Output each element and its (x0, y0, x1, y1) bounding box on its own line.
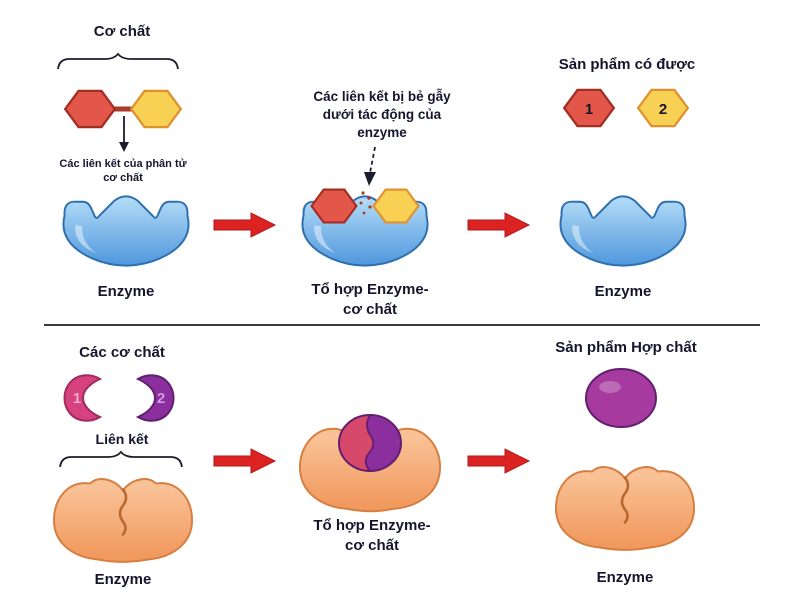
substrate-label: Cơ chất (93, 23, 151, 40)
enzyme-blue-shape (57, 192, 195, 270)
enzyme-label: Enzyme (594, 283, 652, 300)
enzyme-label: Enzyme (97, 283, 155, 300)
product-hexagons: 1 2 (563, 88, 689, 128)
substrate-number-1: 1 (73, 390, 81, 407)
reaction-arrow-icon (213, 447, 277, 475)
bond-breaking-caption: Các liên kết bị bẻ gẫy dưới tác động của… (313, 89, 451, 140)
arrow-down-icon (119, 116, 129, 152)
reaction-arrow-icon (467, 211, 531, 239)
joined-substrate-ball (338, 414, 402, 472)
substrate-bonds-caption: Các liên kết của phân tử cơ chất (59, 158, 187, 185)
substrate-molecule-pair (64, 89, 182, 129)
reaction-arrow-icon (467, 447, 531, 475)
product-number-1: 1 (585, 101, 593, 118)
enzyme-label: Enzyme (94, 571, 152, 588)
enzyme-orange-shape (48, 468, 198, 564)
bond-label: Liên kết (95, 431, 149, 447)
products-label: Sản phẩm có được (558, 56, 696, 73)
reaction-arrow-icon (213, 211, 277, 239)
section-divider (44, 324, 760, 326)
substrate-purple-shape: 2 (135, 374, 175, 422)
substrate-number-2: 2 (157, 390, 165, 407)
enzyme-blue-shape (554, 192, 692, 270)
dashed-arrow-down-icon (364, 146, 376, 186)
complex-label: Tổ hợp Enzyme-cơ chất (311, 281, 429, 318)
product-compound-shape (585, 368, 657, 428)
substrate-hexagon-yellow (130, 89, 182, 129)
bound-hexagon-red (310, 188, 358, 224)
product-label: Sản phẩm Hợp chất (555, 339, 697, 356)
curly-brace-icon (56, 52, 180, 70)
bound-hexagon-yellow (372, 188, 420, 224)
substrate-hexagon-red (64, 89, 116, 129)
enzyme-substrate-complex-bottom (298, 414, 442, 513)
enzyme-orange-shape (550, 456, 700, 552)
substrate-pink-shape: 1 (63, 374, 103, 422)
substrates-group: 1 2 (63, 374, 175, 422)
substrates-label: Các cơ chất (79, 344, 165, 361)
complex-label: Tổ hợp Enzyme-cơ chất (313, 517, 431, 554)
product-number-2: 2 (659, 101, 667, 118)
curly-brace-icon (58, 450, 184, 468)
bound-substrate-hexagons (310, 188, 420, 224)
enzyme-label: Enzyme (596, 569, 654, 586)
